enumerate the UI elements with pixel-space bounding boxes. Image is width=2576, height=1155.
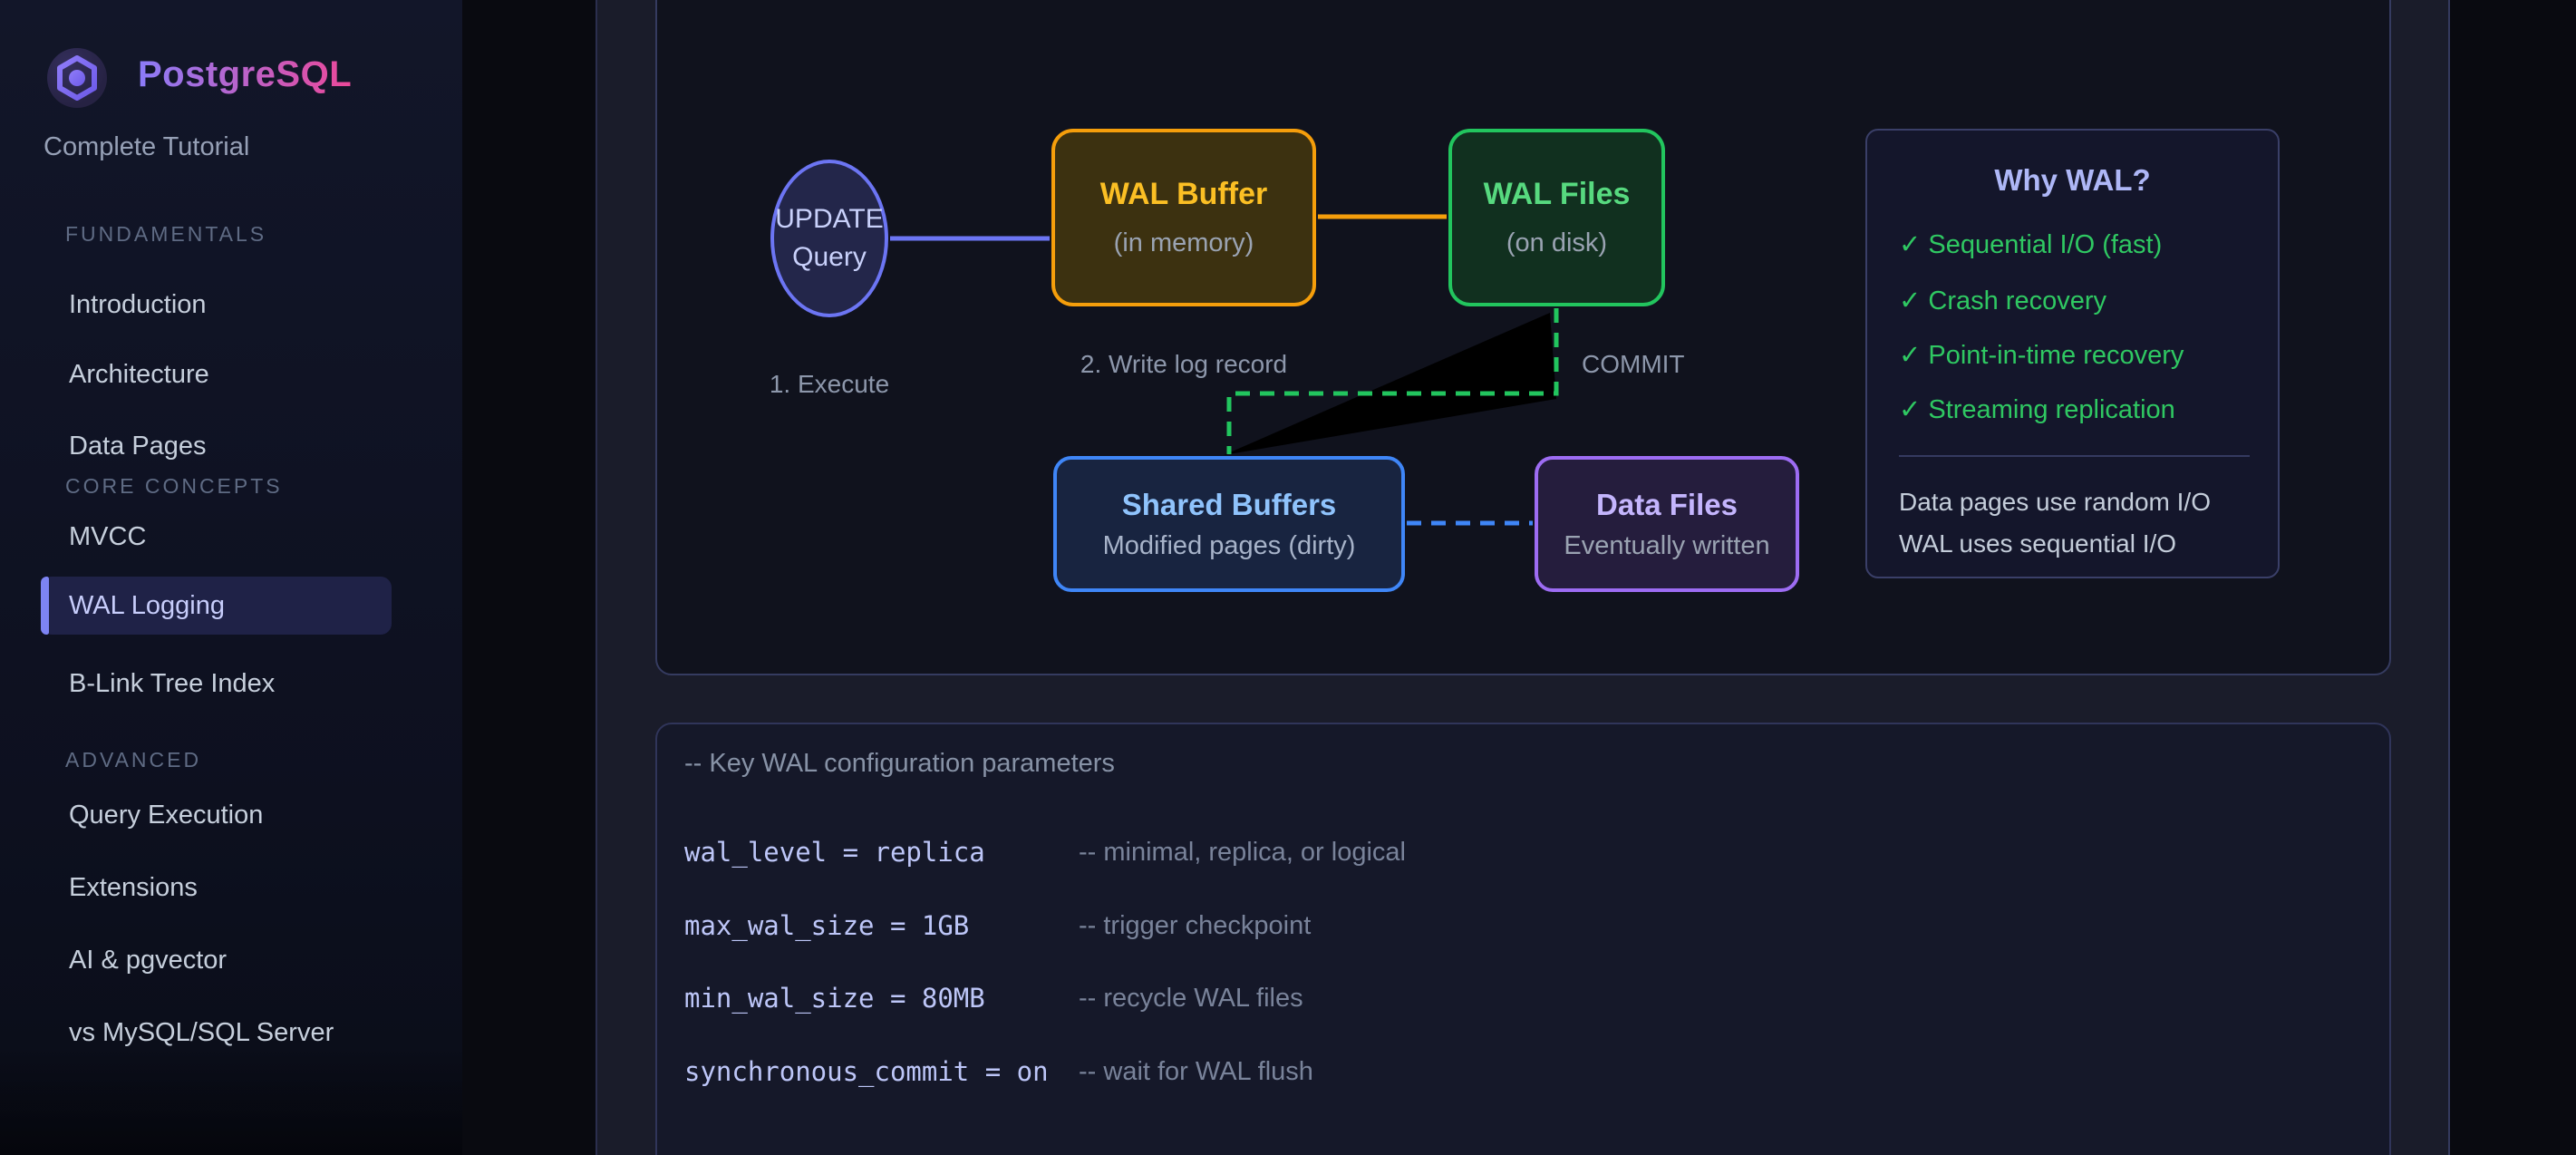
code-line: synchronous_commit = on [684, 1056, 1049, 1087]
postgresql-logo-icon [47, 48, 107, 108]
sidebar-item-label: WAL Logging [69, 590, 225, 620]
section-label-fundamentals: FUNDAMENTALS [65, 222, 267, 246]
sidebar-item-label: B-Link Tree Index [69, 668, 276, 698]
sidebar-item-mvcc[interactable]: MVCC [41, 508, 392, 566]
check-icon: ✓ [1899, 286, 1922, 315]
node-title: Shared Buffers [1121, 487, 1337, 521]
benefit-label: Crash recovery [1928, 286, 2106, 315]
node-subtitle: (in memory) [1113, 228, 1254, 257]
wal-config-card [655, 723, 2391, 1155]
benefit-label: Point-in-time recovery [1928, 341, 2184, 370]
node-title: Query [792, 242, 867, 272]
why-wal-title: Why WAL? [1994, 163, 2151, 197]
check-icon: ✓ [1899, 230, 1922, 259]
code-line-comment: -- trigger checkpoint [1079, 911, 1312, 940]
node-title: WAL Buffer [1099, 177, 1268, 211]
node-update-query: UPDATE Query [770, 160, 888, 317]
brand-logo-row [47, 48, 107, 108]
why-wal-note: Data pages use random I/O [1899, 488, 2211, 516]
why-wal-benefit: ✓ Crash recovery [1899, 283, 2106, 319]
node-wal-buffer: WAL Buffer (in memory) [1051, 129, 1316, 306]
check-icon: ✓ [1899, 395, 1922, 424]
brand-title: PostgreSQL [138, 54, 353, 94]
sidebar-item-label: Introduction [69, 289, 207, 319]
node-title: UPDATE [775, 204, 884, 234]
sidebar-item-ai-pgvector[interactable]: AI & pgvector [41, 931, 392, 989]
sidebar-item-label: Query Execution [69, 800, 264, 830]
sidebar-item-label: vs MySQL/SQL Server [69, 1017, 334, 1047]
label-execute: 1. Execute [769, 370, 890, 398]
hexagon-db-icon [57, 55, 97, 101]
code-line: max_wal_size = 1GB [684, 910, 970, 941]
benefit-label: Streaming replication [1928, 395, 2175, 424]
sidebar-item-blink-tree-index[interactable]: B-Link Tree Index [41, 655, 392, 713]
node-title: Data Files [1596, 487, 1738, 521]
code-line: min_wal_size = 80MB [684, 983, 985, 1014]
brand-subtitle: Complete Tutorial [44, 132, 250, 161]
sidebar-item-extensions[interactable]: Extensions [41, 859, 392, 917]
label-commit: COMMIT [1582, 350, 1685, 378]
sidebar: PostgreSQL Complete Tutorial FUNDAMENTAL… [0, 0, 462, 1155]
node-wal-files: WAL Files (on disk) [1448, 129, 1665, 306]
section-label-advanced: ADVANCED [65, 748, 202, 772]
why-wal-benefit: ✓ Sequential I/O (fast) [1899, 227, 2162, 263]
code-line-comment: -- recycle WAL files [1079, 984, 1303, 1013]
code-line-comment: -- wait for WAL flush [1079, 1057, 1313, 1086]
node-subtitle: (on disk) [1506, 228, 1608, 257]
sidebar-item-vs-mysql-sqlserver[interactable]: vs MySQL/SQL Server [41, 1004, 392, 1062]
node-subtitle: Eventually written [1564, 530, 1770, 560]
sidebar-item-wal-logging[interactable]: WAL Logging [41, 577, 392, 635]
why-wal-panel: Why WAL? ✓ Sequential I/O (fast) ✓ Crash… [1865, 129, 2280, 578]
code-line-comment: -- minimal, replica, or logical [1079, 838, 1406, 867]
node-shared-buffers: Shared Buffers Modified pages (dirty) [1053, 456, 1405, 592]
check-icon: ✓ [1899, 341, 1922, 370]
node-title: WAL Files [1483, 177, 1631, 211]
sidebar-item-label: Data Pages [69, 431, 207, 461]
why-wal-benefit: ✓ Point-in-time recovery [1899, 337, 2184, 374]
code-comment-title: -- Key WAL configuration parameters [684, 749, 1115, 778]
sidebar-item-architecture[interactable]: Architecture [41, 345, 392, 403]
why-wal-benefit: ✓ Streaming replication [1899, 392, 2175, 428]
sidebar-item-query-execution[interactable]: Query Execution [41, 786, 392, 844]
sidebar-item-label: Architecture [69, 359, 209, 389]
section-label-core-concepts: CORE CONCEPTS [65, 474, 283, 498]
label-write-log: 2. Write log record [1080, 350, 1288, 378]
divider [1899, 455, 2250, 457]
benefit-label: Sequential I/O (fast) [1928, 230, 2163, 259]
code-line: wal_level = replica [684, 837, 985, 868]
sidebar-item-introduction[interactable]: Introduction [41, 276, 392, 334]
node-subtitle: Modified pages (dirty) [1102, 530, 1356, 560]
why-wal-note: WAL uses sequential I/O [1899, 529, 2177, 558]
node-data-files: Data Files Eventually written [1535, 456, 1799, 592]
sidebar-item-label: MVCC [69, 521, 147, 551]
sidebar-item-data-pages[interactable]: Data Pages [41, 417, 392, 475]
sidebar-item-label: Extensions [69, 872, 198, 902]
sidebar-item-label: AI & pgvector [69, 945, 228, 975]
